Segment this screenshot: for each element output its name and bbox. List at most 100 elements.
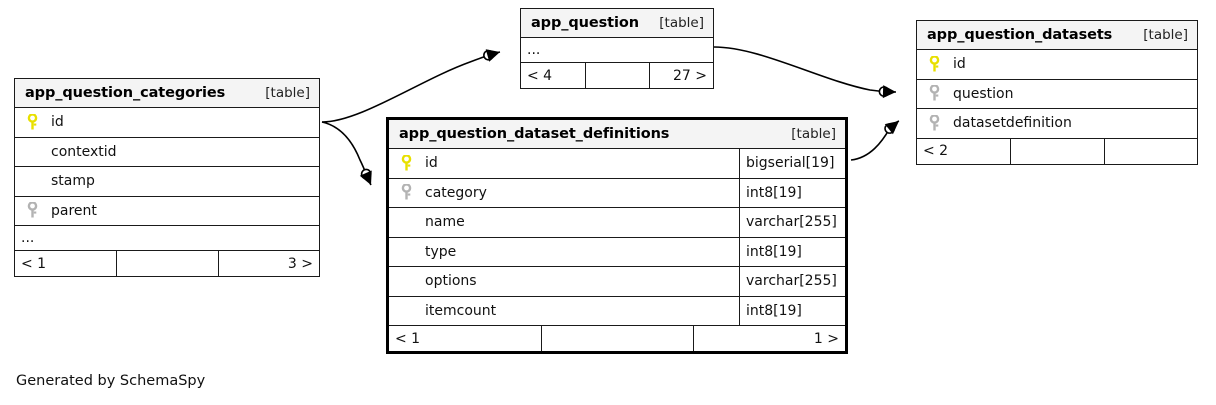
table-tag: [table] xyxy=(265,84,310,101)
column-name: id xyxy=(51,114,64,131)
table-footer: < 2 xyxy=(917,138,1197,164)
column-cell: options xyxy=(389,267,739,296)
relationship-categories-to-definitions-category xyxy=(321,121,372,186)
column-cell: id xyxy=(389,149,739,178)
column-cell: datasetdefinition xyxy=(917,109,1197,138)
table-header: app_question_categories [table] xyxy=(15,79,319,108)
primary-key-icon xyxy=(923,55,945,73)
column-cell: id xyxy=(15,108,319,137)
footer-children-count[interactable] xyxy=(1103,138,1197,164)
table-row[interactable]: contextid xyxy=(15,138,319,167)
foreign-key-icon xyxy=(395,184,417,201)
foreign-key-icon xyxy=(21,202,43,219)
column-cell: category xyxy=(389,179,739,208)
relationship-categories-to-question xyxy=(321,49,501,123)
foreign-key-icon xyxy=(923,114,945,132)
table-footer: < 1 1 > xyxy=(389,326,845,351)
cardinality-zero-marker xyxy=(483,49,494,61)
column-cell: stamp xyxy=(15,167,319,196)
table-tag: [table] xyxy=(1143,26,1188,43)
table-title: app_question_datasets xyxy=(927,26,1113,43)
column-cell: id xyxy=(917,50,1197,79)
cardinality-many-marker xyxy=(485,49,500,62)
column-name: id xyxy=(425,155,438,172)
table-app-question-dataset-definitions[interactable]: app_question_dataset_definitions [table]… xyxy=(386,117,848,354)
footer-children-count[interactable]: 3 > xyxy=(217,251,319,276)
relationship-question-to-datasets-question xyxy=(713,46,897,99)
column-name: id xyxy=(953,56,966,73)
column-type: int8[19] xyxy=(739,178,845,207)
table-row[interactable]: category int8[19] xyxy=(389,178,845,208)
column-name: options xyxy=(425,273,477,290)
table-footer: < 1 3 > xyxy=(15,251,319,276)
relationship-line xyxy=(321,51,501,123)
footer-children-count[interactable]: 27 > xyxy=(649,63,713,88)
table-row[interactable]: id bigserial[19] xyxy=(389,149,845,179)
cardinality-zero-marker xyxy=(884,123,896,134)
table-row[interactable]: id xyxy=(917,50,1197,80)
footer-middle xyxy=(585,63,649,88)
table-title: app_question_categories xyxy=(25,84,226,101)
primary-key-icon xyxy=(395,154,417,172)
table-app-question-datasets[interactable]: app_question_datasets [table] id questio… xyxy=(916,20,1198,165)
relationship-line xyxy=(713,46,897,93)
table-row[interactable]: parent xyxy=(15,197,319,226)
table-title: app_question_dataset_definitions xyxy=(399,125,670,142)
table-header: app_question_datasets [table] xyxy=(917,21,1197,50)
column-cell: name xyxy=(389,208,739,237)
table-row[interactable]: question xyxy=(917,80,1197,109)
table-row[interactable]: options varchar[255] xyxy=(389,267,845,297)
column-name: category xyxy=(425,184,487,201)
table-header: app_question [table] xyxy=(521,9,713,38)
column-cell: question xyxy=(917,80,1197,109)
column-name: datasetdefinition xyxy=(953,115,1072,132)
footer-middle xyxy=(1010,138,1103,164)
column-cell: contextid xyxy=(15,138,319,167)
table-header: app_question_dataset_definitions [table] xyxy=(389,120,845,149)
relationship-definitions-to-datasets-datasetdefinition xyxy=(850,120,900,161)
more-columns-indicator: ... xyxy=(521,38,713,63)
footer-parents-count[interactable]: < 2 xyxy=(923,143,949,159)
column-type: varchar[255] xyxy=(739,208,845,237)
column-type: int8[19] xyxy=(739,237,845,266)
table-app-question[interactable]: app_question [table] ... < 4 27 > xyxy=(520,8,714,89)
table-row[interactable]: id xyxy=(15,108,319,138)
column-cell: type xyxy=(389,238,739,267)
footer-middle xyxy=(116,251,217,276)
table-row[interactable]: datasetdefinition xyxy=(917,109,1197,139)
relationship-line xyxy=(321,121,372,186)
footer-parents-count[interactable]: < 4 xyxy=(527,67,553,84)
more-columns-indicator: ... xyxy=(15,226,319,251)
footer-parents-count[interactable]: < 1 xyxy=(395,330,421,347)
foreign-key-icon xyxy=(923,85,945,102)
cardinality-zero-marker xyxy=(360,168,372,180)
cardinality-many-marker xyxy=(359,170,372,185)
table-row[interactable]: type int8[19] xyxy=(389,237,845,267)
cardinality-many-marker xyxy=(884,121,899,135)
cardinality-zero-marker xyxy=(878,86,890,98)
footer-children-count[interactable]: 1 > xyxy=(693,326,845,351)
table-title: app_question xyxy=(531,14,639,31)
table-row[interactable]: stamp xyxy=(15,167,319,197)
footer-middle xyxy=(541,326,693,351)
footer-parents-count[interactable]: < 1 xyxy=(21,255,47,272)
relationship-line xyxy=(850,120,900,161)
column-type: bigserial[19] xyxy=(739,149,845,178)
column-type: int8[19] xyxy=(739,296,845,325)
generated-by-credit: Generated by SchemaSpy xyxy=(16,373,206,389)
column-name: type xyxy=(425,243,457,260)
column-name: itemcount xyxy=(425,302,497,319)
table-tag: [table] xyxy=(791,125,836,142)
table-footer: < 4 27 > xyxy=(521,63,713,88)
table-tag: [table] xyxy=(659,14,704,31)
column-cell: itemcount xyxy=(389,297,739,326)
column-name: contextid xyxy=(51,143,117,160)
column-name: parent xyxy=(51,202,97,219)
column-name: stamp xyxy=(51,173,95,190)
column-type: varchar[255] xyxy=(739,267,845,296)
table-row[interactable]: itemcount int8[19] xyxy=(389,296,845,326)
table-row[interactable]: name varchar[255] xyxy=(389,208,845,238)
cardinality-many-marker xyxy=(882,85,896,99)
table-app-question-categories[interactable]: app_question_categories [table] id conte… xyxy=(14,78,320,277)
column-name: name xyxy=(425,214,465,231)
